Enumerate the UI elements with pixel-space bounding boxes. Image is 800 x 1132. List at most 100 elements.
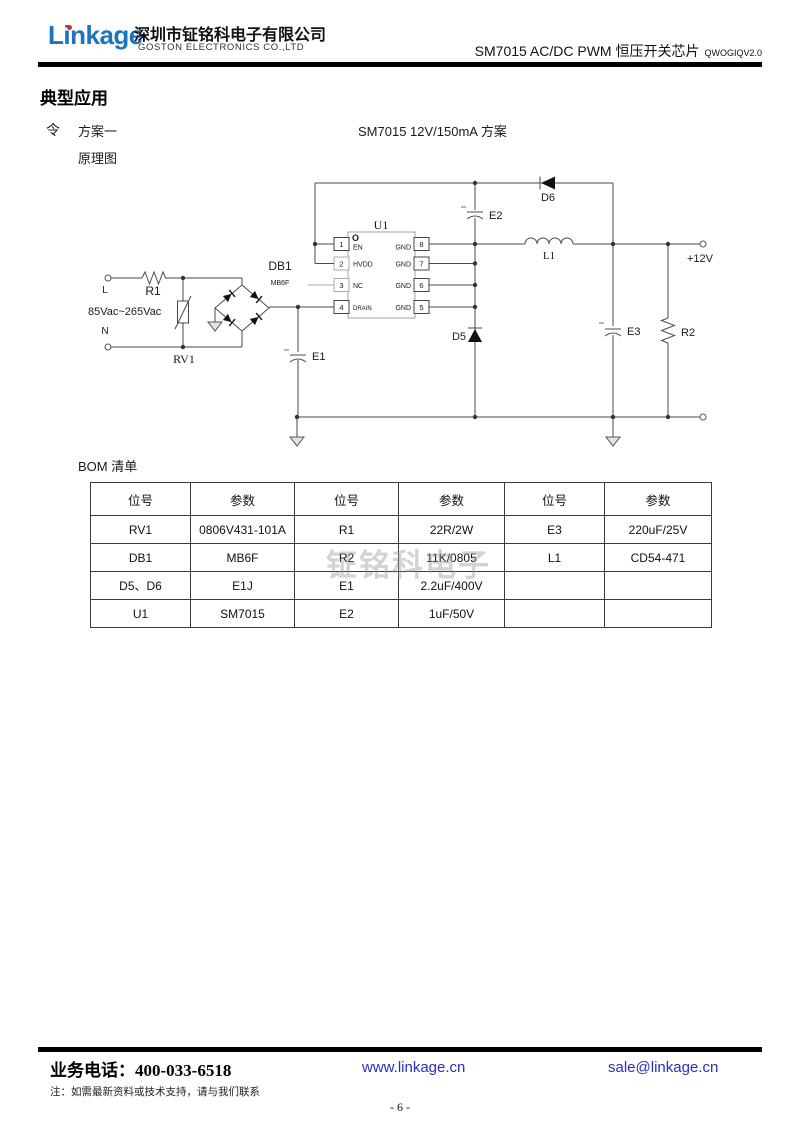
- bom-header: 参数: [398, 482, 505, 516]
- bom-cell: RV1: [90, 515, 191, 544]
- pin-name-hvdd: HVDD: [353, 262, 373, 269]
- r1-label: R1: [145, 284, 161, 298]
- pin-num-7: 7: [419, 259, 423, 268]
- logo-red-dot-icon: [66, 25, 72, 30]
- bullet-icon: 令: [46, 122, 60, 138]
- diode-d5: [468, 327, 482, 342]
- pin-num-4: 4: [339, 303, 343, 312]
- diode-d6: [539, 176, 555, 190]
- company-name-en: GOSTON ELECTRONICS CO.,LTD: [138, 42, 305, 53]
- bom-cell: R2: [294, 543, 399, 572]
- e2-label: E2: [489, 210, 502, 222]
- logo-text: Linkage: [48, 20, 143, 50]
- page-number: - 6 -: [390, 1100, 410, 1114]
- page-title: 典型应用: [40, 89, 108, 108]
- bom-table: 位号 参数 位号 参数 位号 参数 RV1 0806V431-101A R1 2…: [90, 482, 712, 628]
- bom-cell: 220uF/25V: [604, 515, 712, 544]
- bom-cell: [604, 599, 712, 628]
- capacitor-e2: [461, 183, 484, 244]
- bom-header: 位号: [90, 482, 191, 516]
- bom-cell: U1: [90, 599, 191, 628]
- phone-number: 400-033-6518: [135, 1061, 232, 1080]
- pin-name-gnd6: GND: [395, 283, 411, 290]
- bom-cell: 11K/0805: [398, 543, 505, 572]
- live-terminal: [104, 274, 142, 282]
- d6-label: D6: [541, 192, 555, 204]
- bom-cell: E1: [294, 571, 399, 600]
- pin-name-gnd5: GND: [395, 305, 411, 312]
- output-return-terminal: [699, 413, 707, 421]
- pin-num-3: 3: [339, 281, 343, 290]
- company-name-cn: 深圳市钲铭科电子有限公司: [134, 27, 327, 44]
- bom-cell: 1uF/50V: [398, 599, 505, 628]
- u1-label: U1: [374, 218, 389, 232]
- footer-note: 注：如需最新资料或技术支持，请与我们联系: [50, 1086, 260, 1098]
- bom-cell: [504, 571, 605, 600]
- pin1-marker: O: [352, 233, 359, 243]
- db1-part-label: MB6F: [271, 280, 290, 287]
- ic-u1: [333, 231, 430, 319]
- bom-title: BOM 清单: [78, 459, 138, 474]
- db1-label: DB1: [268, 259, 292, 273]
- pin-num-6: 6: [419, 281, 423, 290]
- varistor-rv1: [174, 278, 192, 347]
- bridge-rectifier-db1: [214, 284, 270, 332]
- pin-name-drain: DRAIN: [353, 306, 372, 312]
- email-link[interactable]: sale@linkage.cn: [608, 1059, 719, 1076]
- l1-label: L1: [543, 250, 555, 262]
- capacitor-e3: [599, 244, 622, 417]
- schematic-label: 原理图: [78, 151, 118, 166]
- output-voltage-label: +12V: [687, 253, 714, 265]
- d5-label: D5: [452, 331, 466, 343]
- bom-cell: 2.2uF/400V: [398, 571, 505, 600]
- input-range-label: 85Vac~265Vac: [88, 306, 162, 318]
- capacitor-e1: [284, 307, 307, 417]
- neutral-terminal: [104, 331, 243, 351]
- neutral-label: N: [101, 326, 108, 337]
- footer-rule: [38, 1047, 762, 1052]
- pin-name-gnd8: GND: [395, 245, 411, 252]
- bom-cell: R1: [294, 515, 399, 544]
- bom-cell: E2: [294, 599, 399, 628]
- inductor-l1: [524, 237, 574, 245]
- service-phone: 业务电话：400-033-6518: [50, 1056, 231, 1081]
- pin-num-2: 2: [339, 259, 343, 268]
- bom-cell: 22R/2W: [398, 515, 505, 544]
- bom-cell: [504, 599, 605, 628]
- bom-cell: D5、D6: [90, 571, 191, 600]
- phone-label: 业务电话：: [50, 1061, 135, 1080]
- pin-num-5: 5: [419, 303, 423, 312]
- r2-label: R2: [681, 327, 695, 339]
- scheme-name: SM7015 12V/150mA 方案: [358, 124, 507, 139]
- pin-name-nc: NC: [353, 283, 363, 290]
- output-terminal: [699, 240, 707, 248]
- bom-cell: SM7015: [190, 599, 295, 628]
- ground-symbol-right: [604, 417, 622, 447]
- bom-row: RV1 0806V431-101A R1 22R/2W E3 220uF/25V: [90, 515, 712, 544]
- live-label: L: [102, 285, 108, 296]
- pin-name-en: EN: [353, 245, 363, 252]
- bom-header: 位号: [294, 482, 399, 516]
- scheme-label: 方案一: [78, 124, 118, 139]
- bom-row: U1 SM7015 E2 1uF/50V: [90, 599, 712, 628]
- bom-header: 参数: [190, 482, 295, 516]
- pin-name-gnd7: GND: [395, 262, 411, 269]
- e1-label: E1: [312, 351, 325, 363]
- website-link[interactable]: www.linkage.cn: [362, 1059, 466, 1076]
- ground-symbol-bridge: [206, 308, 224, 332]
- junction-dots: [180, 180, 671, 420]
- bom-cell: DB1: [90, 543, 191, 572]
- pin-num-1: 1: [339, 240, 343, 249]
- resistor-r2: [660, 244, 676, 417]
- bom-cell: E3: [504, 515, 605, 544]
- doc-title: SM7015 AC/DC PWM 恒压开关芯片: [474, 43, 700, 59]
- rv1-label: RV1: [173, 352, 195, 366]
- bom-cell: CD54-471: [604, 543, 712, 572]
- resistor-r1: [141, 270, 166, 286]
- ground-symbol-left: [288, 417, 306, 447]
- application-circuit-diagram: L N 85Vac~265Vac R1 RV1 DB1 MB6F E1 E2 D…: [88, 176, 714, 447]
- bom-cell: L1: [504, 543, 605, 572]
- bom-header: 参数: [604, 482, 712, 516]
- bom-cell: 0806V431-101A: [190, 515, 295, 544]
